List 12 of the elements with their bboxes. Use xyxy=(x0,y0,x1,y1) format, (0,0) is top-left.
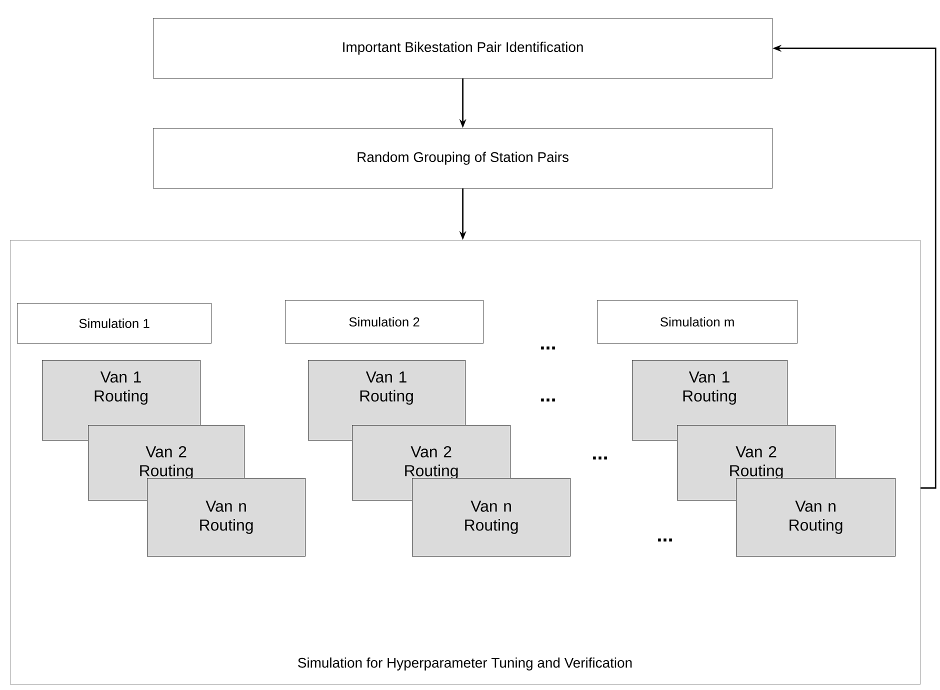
routing-box: Van n Routing xyxy=(736,478,896,557)
routing-box: Van n Routing xyxy=(412,478,571,557)
ellipsis: ... xyxy=(658,538,672,542)
simulation-box: Simulation 1 xyxy=(17,303,212,344)
ellipsis: ... xyxy=(541,346,555,350)
routing-box: Van n Routing xyxy=(147,478,306,557)
process-box: Important Bikestation Pair Identification xyxy=(153,18,773,79)
ellipsis: ... xyxy=(541,398,555,402)
ellipsis: ... xyxy=(593,456,607,460)
simulation-box: Simulation 2 xyxy=(285,300,484,344)
process-box: Random Grouping of Station Pairs xyxy=(153,128,773,189)
simulation-box: Simulation m xyxy=(597,300,798,344)
